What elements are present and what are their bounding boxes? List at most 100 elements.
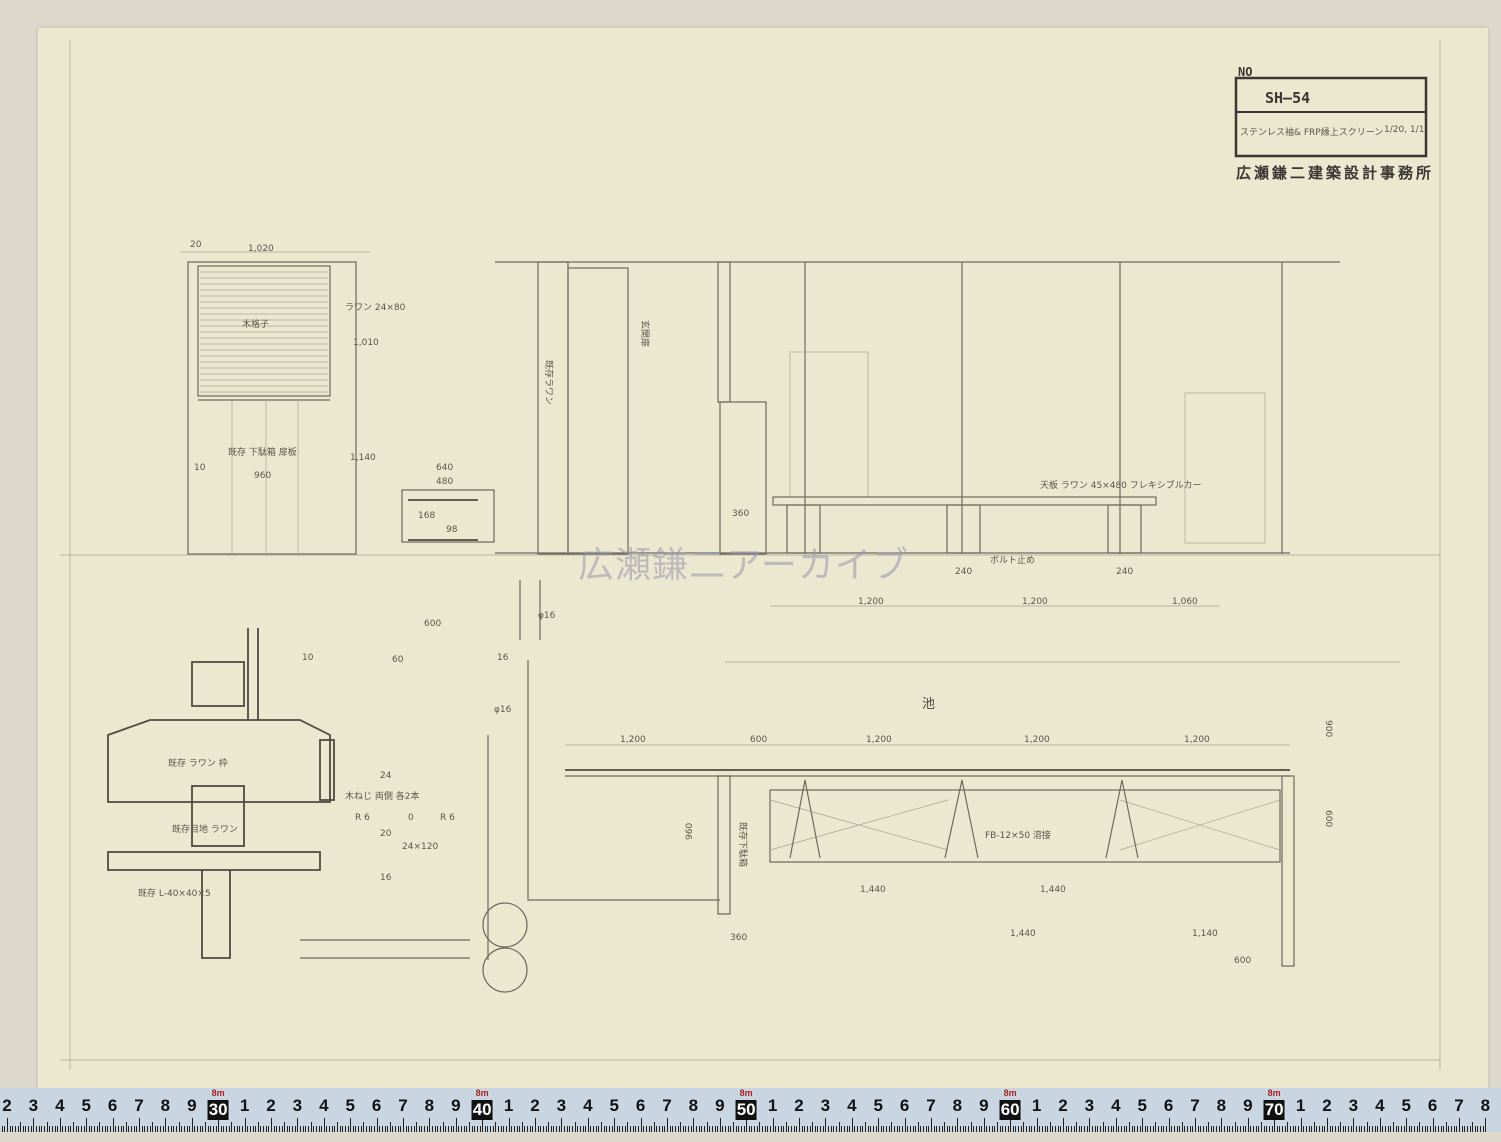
ruler-tick	[104, 1126, 106, 1132]
ruler-tick	[73, 1122, 74, 1132]
ruler-tick	[743, 1126, 745, 1132]
ruler-tick	[614, 1118, 616, 1132]
ruler-tick	[186, 1126, 188, 1132]
ruler-tick	[1374, 1126, 1376, 1132]
ruler-tick	[1350, 1126, 1352, 1132]
ruler-tick	[458, 1126, 460, 1132]
ruler-tick	[133, 1126, 135, 1132]
ruler-tick	[173, 1126, 175, 1132]
ruler-tick	[637, 1126, 639, 1132]
ruler-tick	[997, 1122, 998, 1132]
ruler-tick	[315, 1126, 317, 1132]
ruler-tick	[622, 1126, 624, 1132]
ruler-label: 7	[1454, 1096, 1464, 1115]
ruler-tick	[445, 1126, 447, 1132]
ruler-tick	[627, 1122, 629, 1132]
ruler-tick	[1007, 1126, 1009, 1132]
ruler-tick	[498, 1126, 500, 1132]
ruler-tick	[474, 1126, 476, 1132]
ruler-tick	[849, 1126, 851, 1132]
label: 木ねじ 両側 各2本	[345, 790, 419, 802]
ruler-tick	[674, 1126, 676, 1132]
ruler-tick	[1041, 1126, 1043, 1132]
ruler-tick	[1060, 1126, 1062, 1132]
ruler-tick	[1070, 1126, 1072, 1132]
ruler-tick	[717, 1126, 719, 1132]
ruler-tick	[249, 1126, 251, 1132]
ruler-tick	[693, 1118, 695, 1132]
ruler-label: 4	[55, 1096, 65, 1115]
ruler-tick	[624, 1126, 626, 1132]
ruler-tick	[484, 1126, 486, 1132]
ruler-label: 2	[266, 1096, 276, 1115]
ruler-tick	[973, 1126, 975, 1132]
ruler-tick	[920, 1126, 922, 1132]
ruler-tick	[806, 1126, 808, 1132]
drawing-number: SH—54	[1265, 89, 1310, 107]
ruler-tick	[194, 1126, 196, 1132]
ruler-tick	[469, 1122, 470, 1132]
ruler-tick	[542, 1126, 544, 1132]
ruler-tick	[62, 1126, 64, 1132]
ruler-tick	[917, 1122, 919, 1132]
ruler-tick	[946, 1126, 948, 1132]
ruler-tick	[20, 1122, 22, 1132]
ruler-tick	[1123, 1126, 1125, 1132]
ruler-tick	[809, 1126, 811, 1132]
ruler-tick	[360, 1126, 362, 1132]
ruler-tick	[769, 1126, 771, 1132]
ruler-tick	[199, 1126, 201, 1132]
ruler-tick	[698, 1126, 700, 1132]
ruler-tick	[500, 1126, 502, 1132]
ruler-tick	[648, 1126, 650, 1132]
ruler-label: 8	[424, 1096, 435, 1115]
ruler-tick	[115, 1126, 117, 1132]
ruler-tick	[329, 1126, 331, 1132]
ruler-meter-marker: 8m	[1267, 1088, 1281, 1098]
ruler-tick	[1, 1126, 3, 1132]
ruler-tick	[1136, 1126, 1138, 1132]
ruler-tick	[455, 1118, 457, 1132]
ruler-tick	[1089, 1118, 1091, 1132]
ruler-tick	[1002, 1126, 1004, 1132]
ruler-tick	[226, 1126, 228, 1132]
ruler-tick	[783, 1126, 785, 1132]
ruler-tick	[189, 1126, 191, 1132]
ruler-tick	[1107, 1126, 1109, 1132]
ruler-tick	[1305, 1126, 1307, 1132]
ruler-tick	[735, 1126, 737, 1132]
ruler-tick	[566, 1126, 568, 1132]
ruler-tick	[379, 1126, 381, 1132]
ruler-tick	[1366, 1122, 1368, 1132]
ruler-tick	[1287, 1122, 1289, 1132]
ruler-tick	[33, 1118, 35, 1132]
ruler-label: 9	[1243, 1096, 1253, 1115]
ruler-tick	[1218, 1126, 1220, 1132]
dim: 1,200	[1024, 735, 1050, 745]
ruler-tick	[1466, 1126, 1468, 1132]
ruler-tick	[505, 1126, 507, 1132]
ruler-tick	[337, 1122, 338, 1132]
ruler-tick	[1253, 1126, 1255, 1132]
ruler-tick	[1097, 1126, 1099, 1132]
ruler-tick	[1474, 1126, 1476, 1132]
ruler-tick	[278, 1126, 280, 1132]
ruler-tick	[981, 1126, 983, 1132]
ruler-tick	[994, 1126, 996, 1132]
ruler-tick	[289, 1126, 291, 1132]
ruler-label: 1	[1031, 1096, 1042, 1115]
ruler-tick	[1469, 1126, 1471, 1132]
dim: 480	[436, 477, 453, 487]
ruler-tick	[321, 1126, 323, 1132]
ruler-tick	[112, 1118, 114, 1132]
ruler-tick	[450, 1126, 452, 1132]
ruler-tick	[241, 1126, 243, 1132]
ruler-tick	[1440, 1126, 1442, 1132]
ruler-tick	[244, 1118, 246, 1132]
ruler-tick	[1284, 1126, 1286, 1132]
ruler-tick	[938, 1126, 940, 1132]
ruler-tick	[1295, 1126, 1297, 1132]
ruler-tick	[1435, 1126, 1437, 1132]
ruler-tick	[429, 1118, 431, 1132]
ruler-meter-marker: 8m	[1003, 1088, 1017, 1098]
